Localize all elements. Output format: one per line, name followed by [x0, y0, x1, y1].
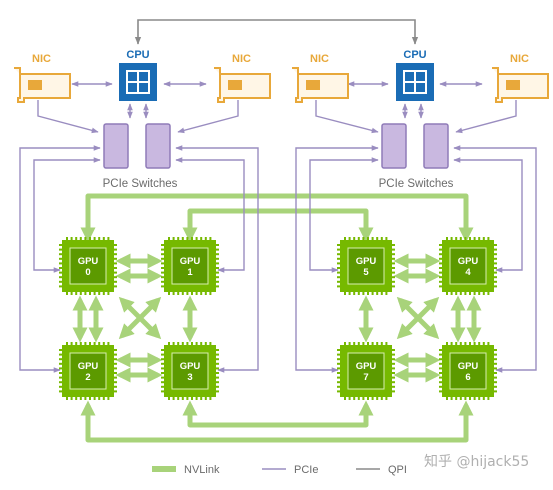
nic-label: NIC: [510, 53, 529, 65]
gpu-index-label: 1: [187, 267, 193, 278]
nic-label: NIC: [310, 53, 329, 65]
nvlink-outer-links: [80, 193, 474, 443]
gpu-label: GPU: [458, 256, 479, 267]
pcie-switch: [145, 123, 171, 169]
gpu-label: GPU: [458, 361, 479, 372]
cpu-right: CPU: [396, 49, 434, 101]
pcie-switch-group-right: PCIe Switches: [379, 123, 454, 190]
nic-label: NIC: [32, 53, 51, 65]
gpu-label: GPU: [356, 256, 377, 267]
pcie-links: [19, 81, 537, 373]
pcie-switch-group-left: PCIe Switches: [103, 123, 178, 190]
legend-pcie-label: PCIe: [294, 464, 318, 476]
gpu-label: GPU: [180, 361, 201, 372]
cpu-left: CPU: [119, 49, 157, 101]
legend-qpi-label: QPI: [388, 464, 407, 476]
nic-left-a: NIC: [14, 53, 71, 103]
nic-left-b: NIC: [214, 53, 271, 103]
gpu-label: GPU: [180, 256, 201, 267]
legend-nvlink-label: NVLink: [184, 464, 220, 476]
gpu-label: GPU: [356, 361, 377, 372]
gpu-index-label: 0: [85, 267, 90, 278]
gpu-label: GPU: [78, 361, 99, 372]
pcie-switch: [381, 123, 407, 169]
cpu-label: CPU: [126, 49, 149, 61]
cpu-label: CPU: [403, 49, 426, 61]
watermark: 知乎 @hijack55: [424, 453, 529, 470]
gpu-index-label: 5: [363, 267, 369, 278]
nic-right-b: NIC: [492, 53, 549, 103]
gpu-index-label: 4: [465, 267, 471, 278]
nic-right-a: NIC: [292, 53, 349, 103]
pcie-switch: [103, 123, 129, 169]
gpu-index-label: 7: [363, 372, 368, 383]
nic-label: NIC: [232, 53, 251, 65]
pcie-switches-label: PCIe Switches: [379, 178, 454, 190]
gpu-index-label: 6: [465, 372, 470, 383]
gpu-label: GPU: [78, 256, 99, 267]
legend: NVLink PCIe QPI: [152, 464, 407, 476]
pcie-switch: [423, 123, 449, 169]
gpu-index-label: 3: [187, 372, 192, 383]
pcie-switches-label: PCIe Switches: [103, 178, 178, 190]
gpu-index-label: 2: [85, 372, 90, 383]
qpi-link: [134, 19, 419, 45]
